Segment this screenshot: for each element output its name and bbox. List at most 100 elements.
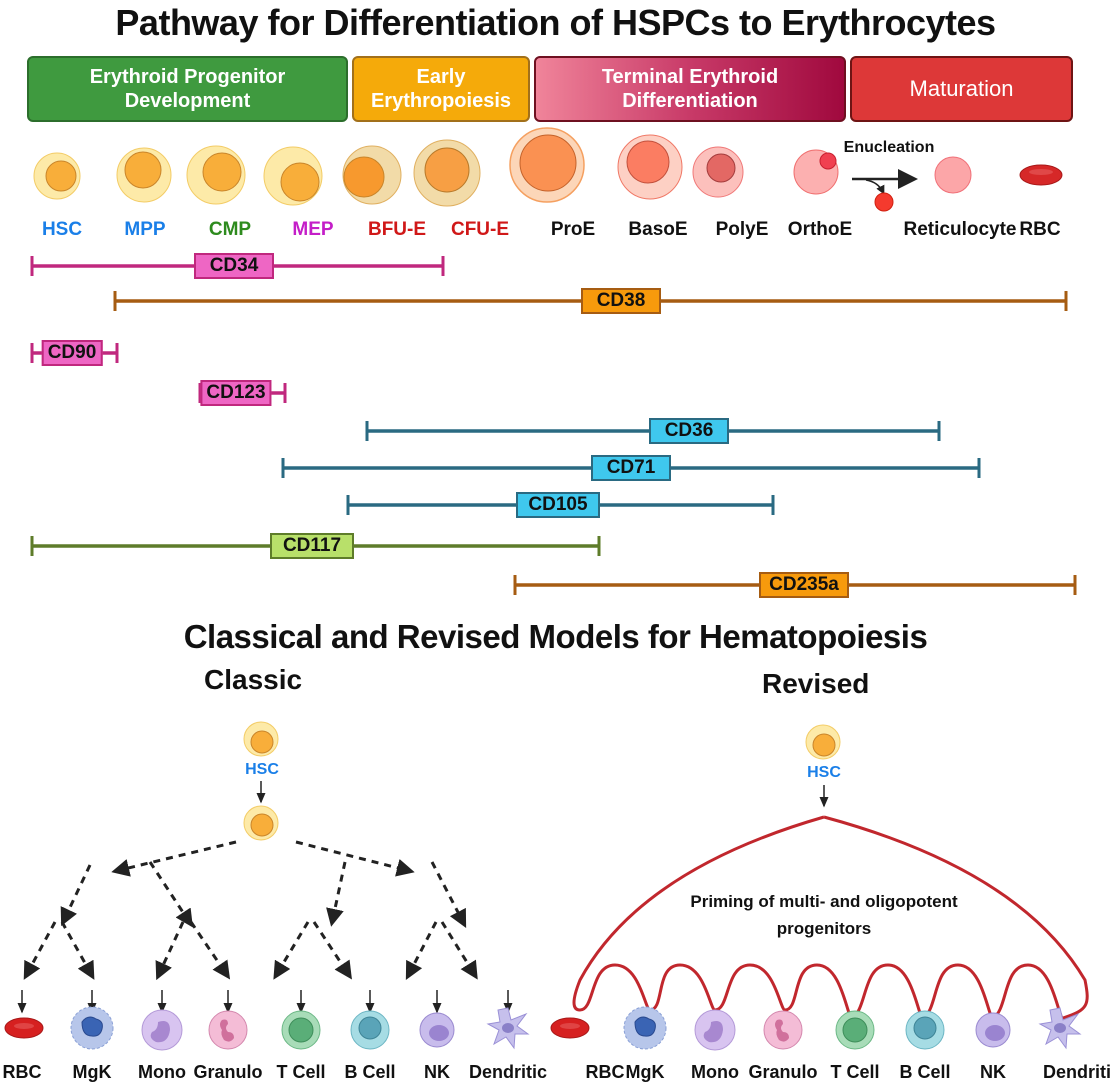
classic-dashed-arrow xyxy=(155,921,185,981)
nk-cell-icon xyxy=(975,1012,1011,1048)
phase-label-line2: Erythropoiesis xyxy=(370,90,512,112)
nk-cell-icon xyxy=(419,1012,455,1048)
classic-dashed-arrow xyxy=(23,921,57,980)
priming-outline xyxy=(572,815,1089,1020)
phase-maturation: Maturation xyxy=(850,56,1073,122)
rbc-cell-icon xyxy=(550,1017,590,1039)
stage-label-orthoe: OrthoE xyxy=(787,219,853,240)
classic-dashed-arrow xyxy=(295,840,415,877)
phase-label-line2: Development xyxy=(124,90,251,112)
classic-output-label-nk: NK xyxy=(424,1062,450,1082)
revised-hsc-icon xyxy=(805,724,841,760)
cfu-e-cell-icon xyxy=(413,139,481,207)
stage-label-reticulocyte: Reticulocyte xyxy=(903,219,1017,240)
mgk-cell-icon xyxy=(70,1006,114,1050)
classic-dashed-arrow xyxy=(60,864,92,927)
classic-tree: HSC xyxy=(4,721,530,1051)
phase-label-line1: Early xyxy=(416,66,466,88)
marker-label-cd123: CD123 xyxy=(200,380,272,406)
enucleation-label: Enucleation xyxy=(844,139,935,156)
basoe-cell-icon xyxy=(617,134,683,200)
marker-label-cd38: CD38 xyxy=(581,288,661,314)
mgk-cell-icon xyxy=(623,1006,667,1050)
revised-heading: Revised xyxy=(762,668,870,699)
classic-dashed-arrow xyxy=(189,921,231,980)
stage-label-cfu-e: CFU-E xyxy=(450,219,510,240)
classic-output-label-granulo: Granulo xyxy=(193,1062,263,1082)
main-title: Pathway for Differentiation of HSPCs to … xyxy=(115,2,996,43)
models-title: Classical and Revised Models for Hematop… xyxy=(183,618,928,655)
classic-dashed-arrow xyxy=(312,921,352,980)
polye-cell-icon xyxy=(692,146,744,198)
stage-cells: Enucleation xyxy=(33,127,1063,212)
cmp-cell-icon xyxy=(186,145,246,205)
stage-label-cmp: CMP xyxy=(208,219,252,240)
revised-output-label-mgk: MgK xyxy=(625,1062,665,1082)
phase-label-line2: Differentiation xyxy=(622,90,758,112)
classic-output-label-dendritic: Dendritic xyxy=(468,1062,548,1082)
marker-expression-chart xyxy=(30,256,1077,595)
marker-label-cd117: CD117 xyxy=(270,533,354,559)
revised-output-label-dendritic: Dendritic xyxy=(1042,1062,1111,1082)
dendritic-cell-icon xyxy=(486,1007,530,1050)
hsc-cell-icon xyxy=(33,152,81,200)
phase-label-line1: Maturation xyxy=(909,76,1014,101)
b-cell-cell-icon xyxy=(905,1010,945,1050)
revised-output-label-mono: Mono xyxy=(691,1062,739,1082)
stage-label-hsc: HSC xyxy=(41,219,83,240)
mono-cell-icon xyxy=(141,1009,183,1051)
priming-label-line1: Priming of multi- and oligopotent xyxy=(690,892,958,911)
granulo-cell-icon xyxy=(208,1010,248,1050)
t-cell-cell-icon xyxy=(281,1010,321,1050)
priming-label-line2: progenitors xyxy=(777,919,871,938)
marker-label-cd90: CD90 xyxy=(41,340,103,366)
revised-output-label-nk: NK xyxy=(980,1062,1006,1082)
classic-dashed-arrow xyxy=(326,861,347,927)
orthoe-cell-icon xyxy=(793,149,839,195)
marker-label-cd36: CD36 xyxy=(649,418,729,444)
revised-output-label-granulo: Granulo xyxy=(748,1062,818,1082)
granulo-cell-icon xyxy=(763,1010,803,1050)
revised-model: HSC Priming of multi- and oligopotent pr… xyxy=(550,724,1089,1051)
classic-output-label-t-cell: T Cell xyxy=(276,1062,326,1082)
nucleus-ejection-arrow xyxy=(865,179,885,195)
revised-output-label-t-cell: T Cell xyxy=(830,1062,880,1082)
classic-progenitor-icon xyxy=(243,805,279,841)
proe-cell-icon xyxy=(509,127,585,203)
revised-hsc-label: HSC xyxy=(807,764,841,781)
classic-heading: Classic xyxy=(204,664,303,695)
classic-output-label-mgk: MgK xyxy=(72,1062,112,1082)
revised-output-label-b-cell: B Cell xyxy=(899,1062,951,1082)
ejected-nucleus-icon xyxy=(874,192,894,212)
bfu-e-cell-icon xyxy=(342,145,402,205)
classic-dashed-arrow xyxy=(273,921,310,980)
stage-label-rbc: RBC xyxy=(1019,219,1061,240)
phase-label-line1: Terminal Erythroid xyxy=(601,66,779,88)
mpp-cell-icon xyxy=(116,147,172,203)
revised-output-label-rbc: RBC xyxy=(585,1062,625,1082)
classic-dashed-arrow xyxy=(440,921,478,980)
classic-dashed-arrow xyxy=(430,861,467,928)
stage-label-bfu-e: BFU-E xyxy=(367,219,427,240)
phase-label-line1: Erythroid Progenitor xyxy=(89,66,286,88)
classic-output-label-mono: Mono xyxy=(138,1062,186,1082)
reticulocyte-cell-icon xyxy=(934,156,972,194)
b-cell-cell-icon xyxy=(350,1010,390,1050)
marker-label-cd235a: CD235a xyxy=(759,572,849,598)
mep-cell-icon xyxy=(263,146,323,206)
t-cell-cell-icon xyxy=(835,1010,875,1050)
classic-hsc-label: HSC xyxy=(245,761,279,778)
mono-cell-icon xyxy=(694,1009,736,1051)
classic-dashed-arrow xyxy=(405,921,438,980)
rbc-cell-icon xyxy=(1019,164,1063,186)
marker-label-cd105: CD105 xyxy=(516,492,600,518)
stage-label-polye: PolyE xyxy=(715,219,769,240)
classic-output-label-b-cell: B Cell xyxy=(344,1062,396,1082)
stage-label-proe: ProE xyxy=(550,219,596,240)
classic-hsc-icon xyxy=(243,721,279,757)
marker-label-cd71: CD71 xyxy=(591,455,671,481)
classic-output-label-rbc: RBC xyxy=(2,1062,42,1082)
stage-label-mep: MEP xyxy=(292,219,334,240)
